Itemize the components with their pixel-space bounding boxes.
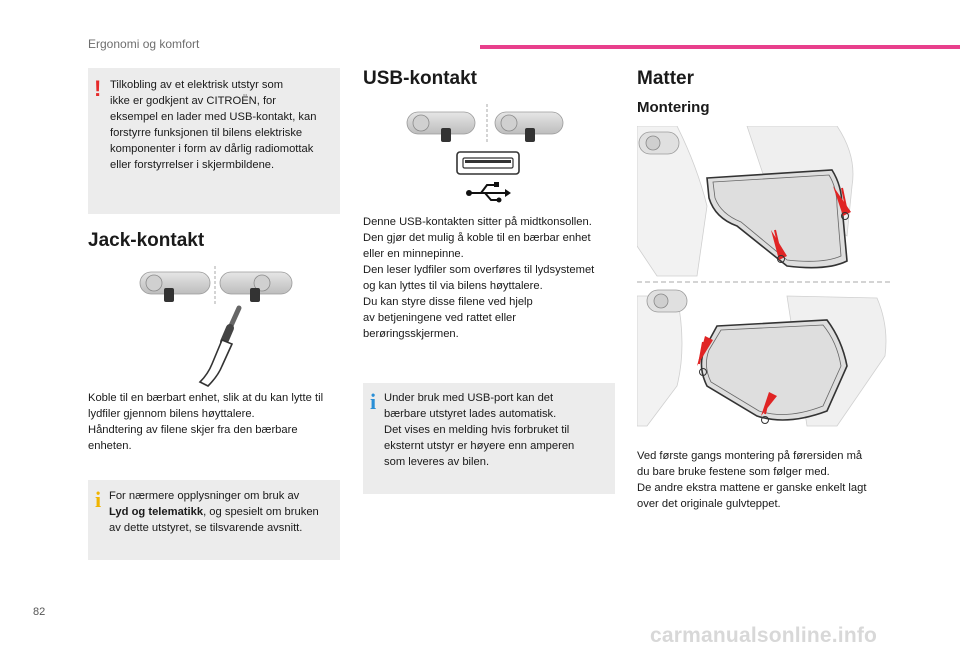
driver-mat-upper <box>637 126 854 277</box>
warning-icon: ! <box>94 76 102 101</box>
mats-description: Ved første gangs montering på førersiden… <box>637 450 867 510</box>
usb-info-box: i Under bruk med USB-port kan det bærbar… <box>363 383 615 494</box>
warning-text: Tilkobling av et elektrisk utstyr som ik… <box>110 79 317 171</box>
usb-port-illustration <box>406 104 564 203</box>
jack-description: Koble til en bærbart enhet, slik at du k… <box>88 392 324 452</box>
watermark: carmanualsonline.info <box>650 624 878 647</box>
page-number: 82 <box>33 606 46 618</box>
jack-info-text: For nærmere opplysninger om bruk av Lyd … <box>109 490 319 534</box>
jack-connector-illustration <box>139 266 293 387</box>
driver-mat-lower <box>637 289 887 427</box>
header-accent-bar <box>480 45 960 49</box>
usb-description: Denne USB-kontakten sitter på midtkonsol… <box>363 216 595 340</box>
section-title: Ergonomi og komfort <box>88 37 200 51</box>
floor-mat-illustration <box>637 126 891 427</box>
info-icon: i <box>370 389 377 414</box>
usb-info-text: Under bruk med USB-port kan det bærbare … <box>384 392 575 468</box>
mats-subtitle: Montering <box>637 99 710 116</box>
usb-title: USB-kontakt <box>363 68 478 89</box>
info-icon: i <box>95 487 102 512</box>
mats-title: Matter <box>637 68 695 89</box>
jack-info-box: i For nærmere opplysninger om bruk av Ly… <box>88 480 340 560</box>
jack-title: Jack-kontakt <box>88 230 205 251</box>
warning-box: ! Tilkobling av et elektrisk utstyr som … <box>88 68 340 214</box>
